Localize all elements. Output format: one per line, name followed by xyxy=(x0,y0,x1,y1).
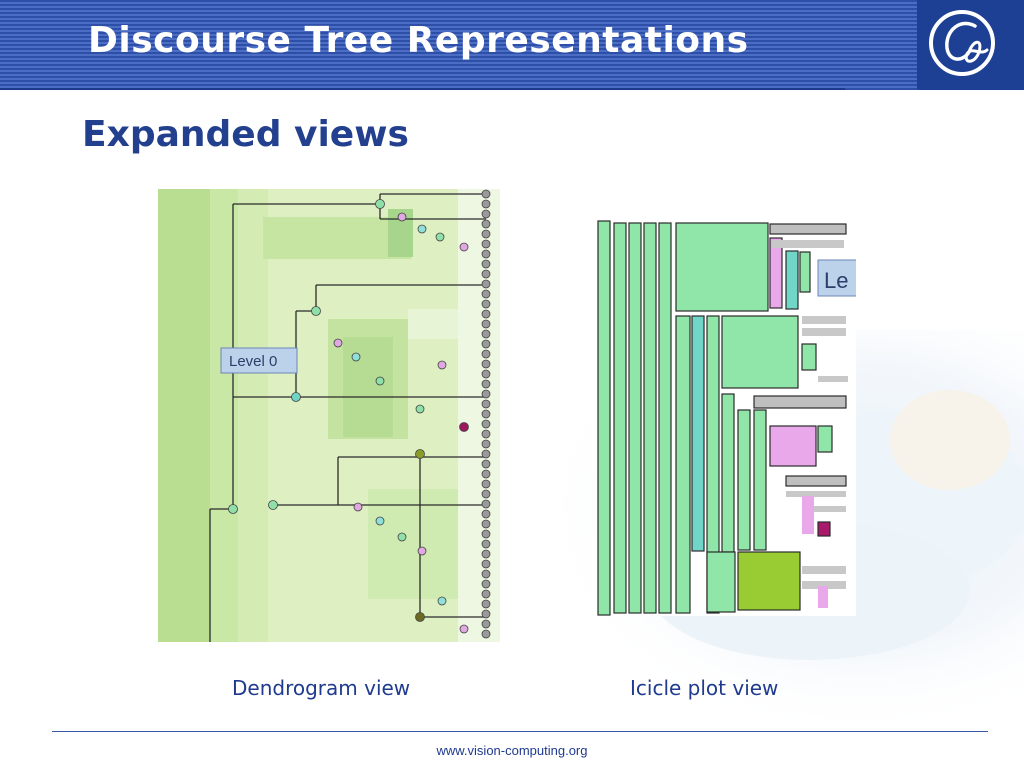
dendrogram-level-label: Level 0 xyxy=(229,353,277,370)
footer-url[interactable]: www.vision-computing.org xyxy=(436,743,588,758)
footer-divider xyxy=(52,731,988,732)
icicle-level-tag xyxy=(817,259,856,297)
header-underline xyxy=(0,88,845,90)
slide-subtitle: Expanded views xyxy=(82,114,409,155)
icicle-image: Le xyxy=(596,216,856,616)
dendrogram-level-tag xyxy=(220,347,298,374)
dendrogram-nodes xyxy=(228,199,469,634)
logo-icon xyxy=(929,10,995,76)
dendrogram-caption: Dendrogram view xyxy=(232,676,411,700)
slide-title: Discourse Tree Representations xyxy=(88,20,749,61)
logo xyxy=(917,0,1024,90)
dendrogram-leaves xyxy=(481,189,491,639)
dendrogram-branches xyxy=(209,193,486,642)
dendrogram-image: Level 0 xyxy=(158,189,500,642)
icicle-caption: Icicle plot view xyxy=(630,676,779,700)
icicle-level-label: Le xyxy=(824,268,848,293)
header-bar xyxy=(0,0,1024,90)
